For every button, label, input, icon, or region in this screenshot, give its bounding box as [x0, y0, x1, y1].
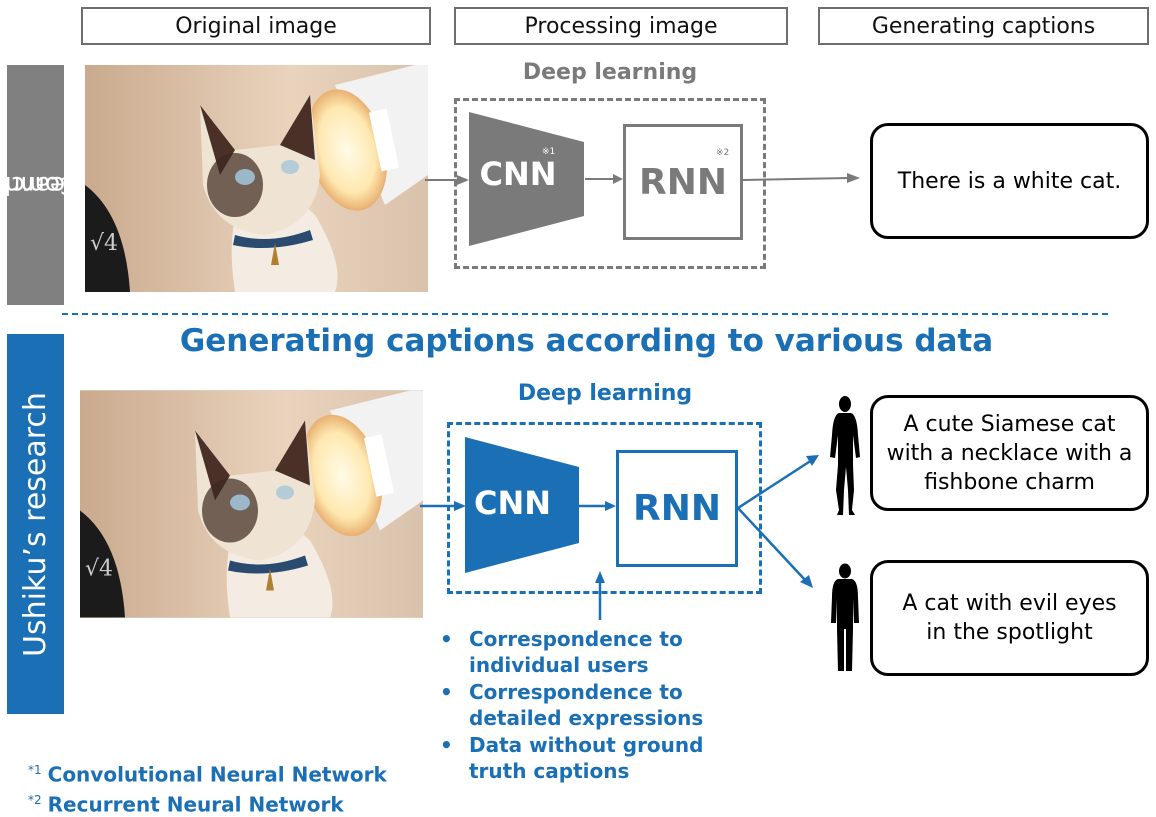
bullet-item-users: • Correspondence to individual users [440, 626, 703, 678]
bullet-1-line-2: individual users [469, 653, 649, 677]
caption-box-user2: A cat with evil eyes in the spotlight [870, 560, 1149, 676]
svg-text:√4: √4 [90, 231, 118, 256]
cat-photo-bottom-drawing: √4 [80, 390, 423, 618]
headline-various-data: Generating captions according to various… [179, 323, 994, 359]
bullet-1-line-1: Correspondence to [469, 627, 683, 651]
caption-box-user1: A cute Siamese cat with a necklace with … [870, 395, 1149, 511]
arrow-photo-cnn-top [425, 175, 469, 185]
section-divider [62, 313, 1108, 315]
deep-learning-box-top [454, 98, 766, 269]
cnn-label-top: CNN [479, 155, 557, 193]
svg-text:√4: √4 [85, 557, 113, 582]
bullet-3-line-2: truth captions [469, 759, 630, 783]
rnn-label-bottom: RNN [633, 488, 721, 529]
bullet-3-line-1: Data without ground [469, 733, 704, 757]
caption-box-top: There is a white cat. [870, 123, 1149, 239]
cat-photo-top-drawing: √4 [85, 65, 428, 292]
header-generating-captions: Generating captions [818, 7, 1149, 45]
rnn-label-top: RNN [639, 161, 727, 203]
bullet-dot-2: • [440, 680, 453, 704]
caption-text-user2: A cat with evil eyes in the spotlight [902, 591, 1117, 645]
cat-photo-bottom: √4 [80, 390, 423, 618]
header-original-image-label: Original image [175, 13, 337, 39]
footnote-cnn-mark: *1 [28, 763, 42, 777]
cnn-label-bottom: CNN [473, 484, 552, 522]
footnotes: *1 Convolutional Neural Network *2 Recurre… [28, 758, 387, 817]
caption-text-user1: A cute Siamese cat with a necklace with … [886, 411, 1133, 495]
header-processing-image: Processing image [454, 7, 788, 45]
arrow-photo-cnn-bottom [420, 501, 466, 511]
header-generating-captions-label: Generating captions [871, 13, 1096, 39]
footnote-rnn-mark: *2 [28, 792, 42, 807]
cat-photo-top: √4 [85, 65, 428, 292]
footnote-cnn: *1 Convolutional Neural Network [28, 758, 387, 788]
side-label-ushiku-research: Ushiku’s research [7, 334, 64, 714]
person-man-icon [831, 563, 859, 671]
data-bullet-list: • Correspondence to individual users • C… [440, 626, 703, 785]
bullet-dot-1: • [440, 627, 453, 651]
cnn-block-top [469, 112, 584, 246]
deep-learning-title-top: Deep learning [522, 60, 698, 85]
arrows-rnn-to-captions [737, 455, 819, 588]
footnote-rnn: *2 Recurrent Neural Network [28, 788, 387, 817]
caption-text-top: There is a white cat. [897, 168, 1122, 194]
rnn-block-bottom: RNN [616, 450, 738, 567]
arrow-cnn-rnn-bottom [579, 501, 616, 511]
bullet-item-expressions: • Correspondence to detailed expressions [440, 679, 703, 731]
arrow-data-into-model [595, 571, 605, 620]
bullet-item-no-ground-truth: • Data without ground truth captions [440, 732, 703, 784]
bullet-2-line-1: Correspondence to [469, 680, 683, 704]
person-woman-icon [830, 396, 860, 515]
side-label-ushiku-text: Ushiku’s research [18, 391, 54, 657]
footnote-cnn-text: Convolutional Neural Network [47, 762, 387, 787]
rnn-footnote-mark: ※2 [716, 148, 730, 158]
cnn-block-bottom [465, 437, 579, 573]
footnote-rnn-text: Recurrent Neural Network [47, 792, 344, 817]
arrow-cnn-rnn-top [585, 174, 623, 184]
deep-learning-title-bottom: Deep learning [517, 381, 693, 406]
header-original-image: Original image [81, 7, 431, 45]
side-label-common-research: Common research [0, 65, 104, 305]
rnn-block-top: RNN [623, 124, 743, 240]
deep-learning-box-bottom [447, 422, 762, 594]
bullet-2-line-2: detailed expressions [469, 706, 704, 730]
cnn-footnote-mark: ※1 [542, 147, 556, 157]
arrow-rnn-caption-top [743, 173, 860, 183]
bullet-dot-3: • [440, 733, 453, 757]
header-processing-image-label: Processing image [524, 13, 718, 39]
